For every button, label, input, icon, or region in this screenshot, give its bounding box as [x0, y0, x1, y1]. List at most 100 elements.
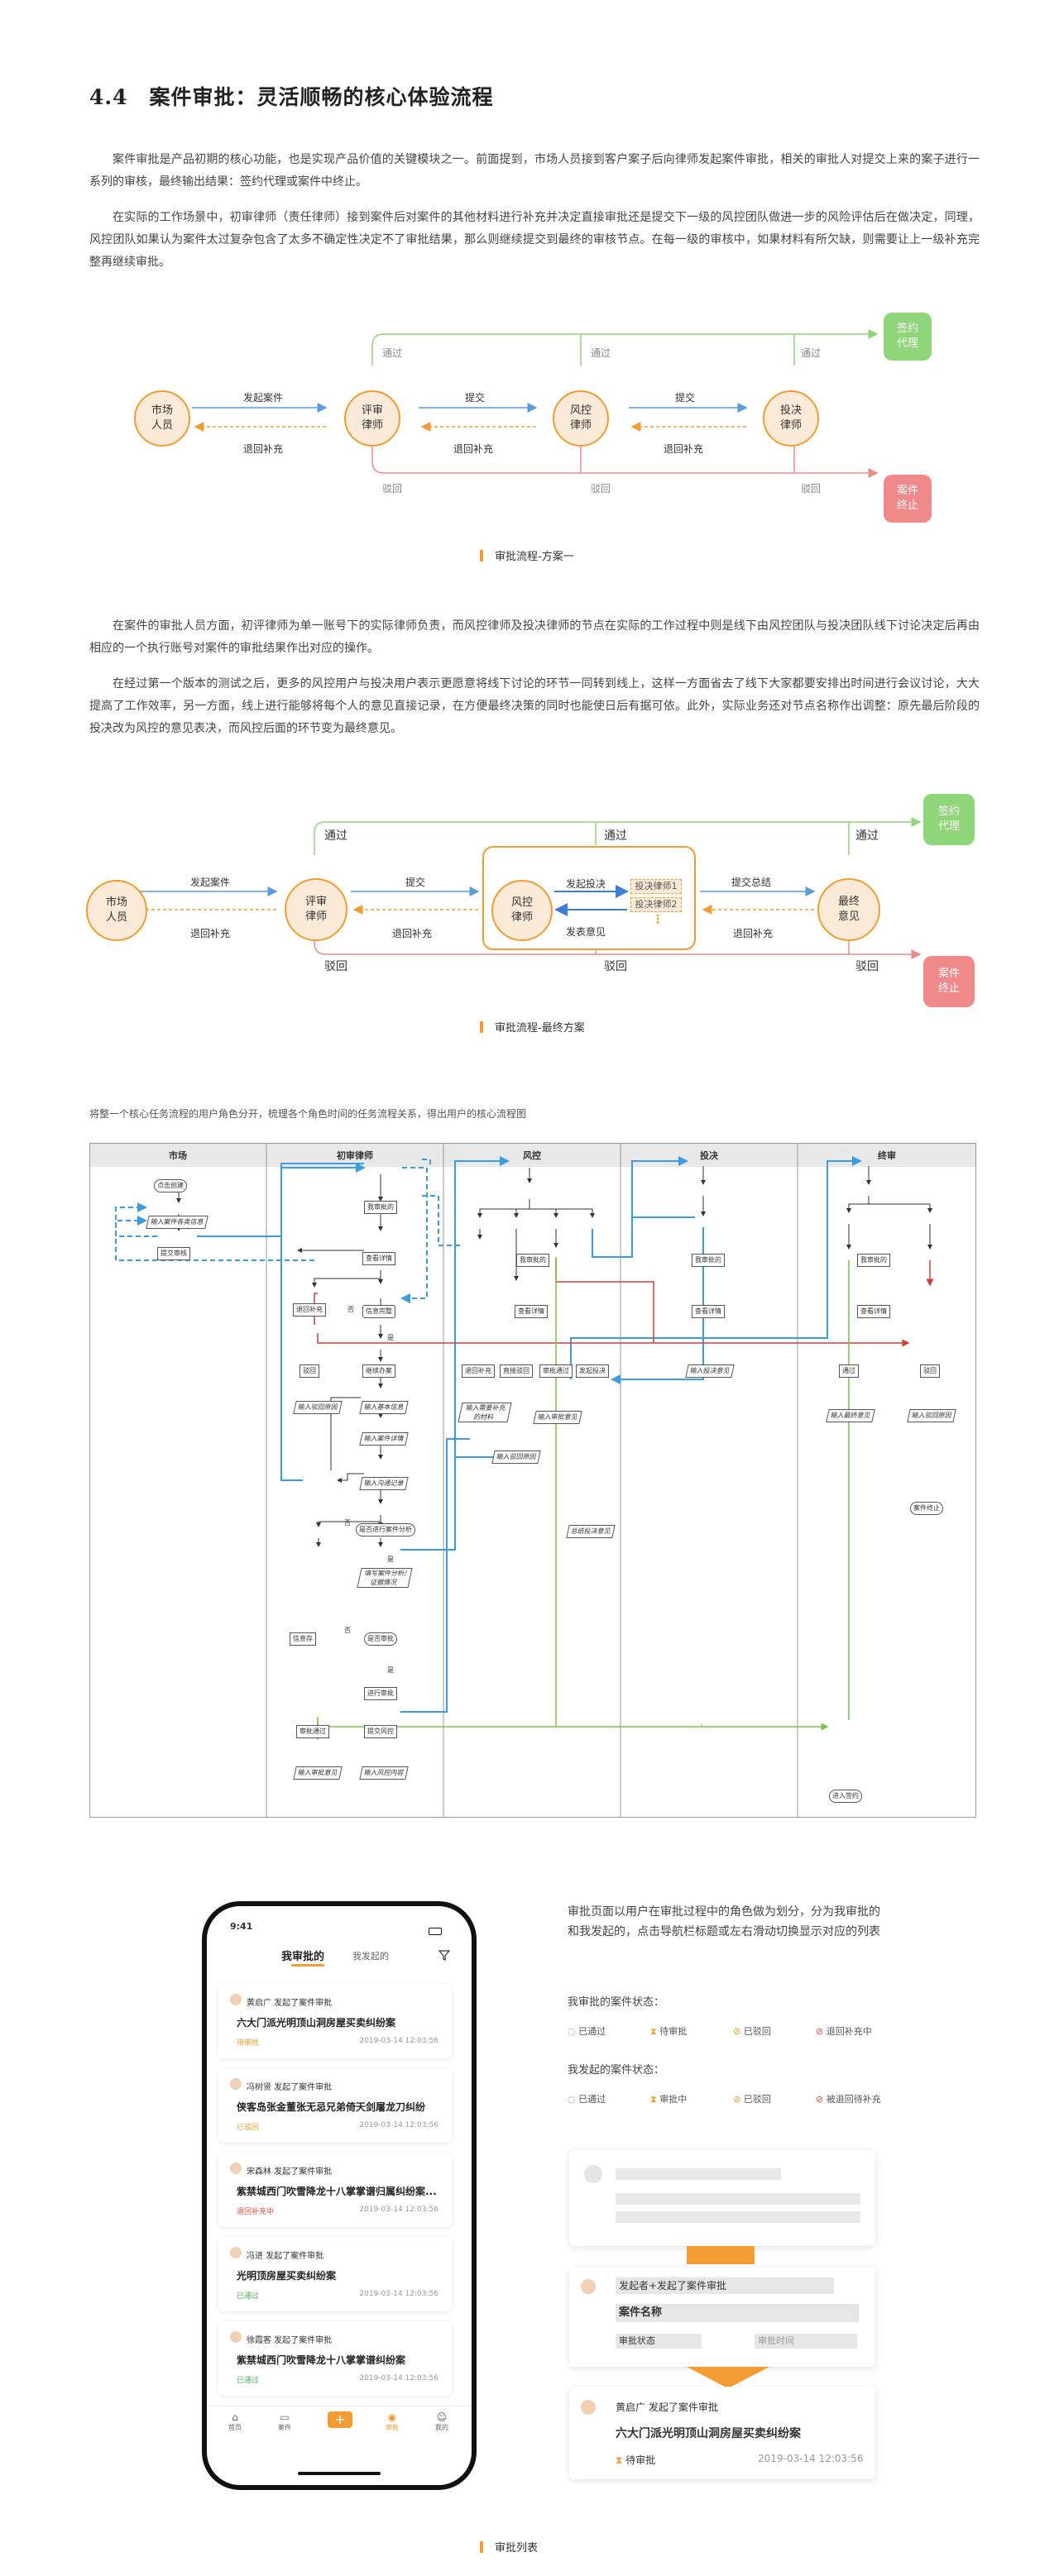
- nav-home[interactable]: ⌂首页: [228, 2411, 242, 2431]
- lane-market: 市场: [169, 1150, 187, 1161]
- fc-t-summary: 总结投决意见: [566, 1525, 616, 1538]
- fc-f-terminate: 案件终止: [910, 1502, 943, 1515]
- add-button[interactable]: +: [328, 2411, 352, 2428]
- avatar: [230, 1994, 242, 2005]
- flow1-end-sign: 签约 代理: [884, 313, 932, 361]
- flow2-node-market: 市场 人员: [86, 880, 147, 941]
- lane-first-review: 初审律师: [337, 1150, 373, 1161]
- flow1-back-3: 退回补充: [664, 443, 704, 455]
- fc-c-opinion: 输入审批意见: [293, 1766, 343, 1780]
- list-item[interactable]: 徐霞客 发起了案件审批 紫禁城西门吹雪降龙十八掌掌谱纠纷案 已通过 2019-0…: [218, 2321, 452, 2396]
- fc-c-analysis: 填写案件分析/证据情况: [357, 1568, 413, 1588]
- avatar: [581, 2279, 596, 2294]
- bottom-nav: ⌂首页 ▭案件 + ◉审批 ☺我的: [207, 2406, 472, 2440]
- fc-f-pass: 通过: [839, 1364, 859, 1378]
- paragraph-workflow: 在实际的工作场景中，初审律师（责任律师）接到案件后对案件的其他材料进行补充并决定…: [89, 211, 980, 269]
- nav-mine[interactable]: ☺我的: [435, 2411, 448, 2431]
- tab-mine[interactable]: 我审批的: [281, 1951, 325, 1963]
- fc-f-reject-reason: 输入驳回原因: [907, 1409, 956, 1422]
- flow2-reject-2: 驳回: [604, 960, 627, 973]
- list-item[interactable]: 黄启广 发起了案件审批 六大门派光明顶山洞房屋买卖纠纷案 待审批 2019-03…: [218, 1984, 452, 2058]
- fc-r-view-detail: 查看详情: [515, 1305, 548, 1318]
- flow2-back-2: 退回补充: [392, 928, 433, 939]
- anatomy-status: 审批状态: [616, 2334, 702, 2349]
- flow1-node-reviewer: 评审 律师: [344, 390, 400, 447]
- fc-c-basic-info: 输入基本信息: [359, 1401, 409, 1414]
- fc-r-start-vote: 发起投决: [576, 1364, 609, 1378]
- fc-r-approved: 审批通过: [539, 1364, 573, 1378]
- flow2-voter-2: 投决律师2: [630, 897, 682, 912]
- avatar: [230, 2163, 242, 2174]
- fc-yes-1: 是: [387, 1334, 394, 1341]
- fc-c-save: 信息存: [290, 1632, 316, 1646]
- fc-c-reject: 驳回: [299, 1364, 319, 1378]
- fc-yes-3: 是: [387, 1666, 394, 1674]
- paragraph-approvers: 在案件的审批人员方面，初评律师为单一账号下的实际律师负责，而风控律师及投决律师的…: [89, 619, 980, 655]
- fc-c-risk-content: 输入风控内容: [359, 1766, 409, 1780]
- list-item[interactable]: 冯进 发起了案件审批 光明顶房屋买卖纠纷案 已通过 2019-03-14 12:…: [218, 2237, 452, 2311]
- flow2-forward-1: 发起案件: [190, 877, 231, 888]
- flow2-node-final: 最终 意见: [817, 878, 880, 941]
- fc-c-do-approve: 进行审批: [364, 1687, 397, 1700]
- flow2-pass-3: 通过: [855, 829, 879, 843]
- state-sent-0: ◌ 已通过: [568, 2094, 606, 2105]
- fc-c-comm-record: 输入沟通记录: [359, 1477, 409, 1490]
- flow1-reject-1: 驳回: [382, 483, 403, 495]
- fc-c-info-complete: 信息完整: [362, 1305, 395, 1318]
- filter-icon[interactable]: [438, 1949, 450, 1961]
- swimlane-lines: [115, 1143, 934, 1818]
- flow1-pass-1: 通过: [382, 347, 403, 359]
- fc-c-case-detail: 输入案件详情: [359, 1432, 409, 1446]
- fc-c-analysis-q: 是否进行案件分析: [356, 1523, 415, 1537]
- nav-cases[interactable]: ▭案件: [278, 2411, 291, 2431]
- list-description: 审批页面以用户在审批过程中的角色做为划分，分为我审批的和我发起的，点击导航栏标题…: [568, 1905, 880, 1938]
- state-mine-2: ⊘ 已驳回: [733, 2026, 771, 2037]
- paragraph-intro: 案件审批是产品初期的核心功能，也是实现产品价值的关键模块之一。前面提到，市场人员…: [89, 153, 980, 189]
- state-sent-3: ⊘ 被退回待补充: [816, 2094, 881, 2105]
- flow1-pass-3: 通过: [801, 347, 822, 359]
- fc-r-opinion: 输入审批意见: [533, 1411, 582, 1424]
- status-icons: [422, 1923, 445, 1935]
- fc-c-to-risk: 提交风控: [364, 1725, 397, 1738]
- fc-c-return: 退回补充: [293, 1303, 326, 1317]
- fc-no-1: 否: [347, 1306, 354, 1313]
- fc-r-reject: 直接驳回: [500, 1364, 533, 1378]
- home-indicator: [298, 2472, 381, 2475]
- fc-r-my-approvals: 我审批的: [516, 1254, 549, 1267]
- fc-t-my-approvals: 我审批的: [692, 1254, 725, 1267]
- example-status: ⧗ 待审批: [616, 2454, 656, 2466]
- fc-submit-review: 提交审核: [157, 1247, 190, 1260]
- flow2-forward-2: 提交: [405, 877, 426, 888]
- down-arrow: [687, 2367, 769, 2388]
- flow1-forward-2: 提交: [465, 392, 486, 404]
- section-title: 4.4 案件审批：灵活顺畅的核心体验流程: [89, 85, 494, 109]
- avatar: [230, 2331, 242, 2343]
- flow1-back-2: 退回补充: [453, 443, 494, 455]
- anatomy-card: 发起者+发起了案件审批 案件名称 审批状态 审批时间: [569, 2268, 875, 2367]
- fc-c-reject-reason: 输入驳回原因: [293, 1401, 343, 1414]
- flow2-vote-out: 发起投决: [566, 878, 606, 890]
- fc-f-reject: 驳回: [920, 1364, 940, 1378]
- status-time: 9:41: [230, 1921, 253, 1932]
- flow1-end-terminate: 案件 终止: [884, 475, 932, 523]
- tab-sent[interactable]: 我发起的: [352, 1951, 389, 1962]
- fc-c-view-detail: 查看详情: [362, 1252, 395, 1265]
- list-item[interactable]: 冯树贤 发起了案件审批 侠客岛张金董张无忌兄弟倚天剑屠龙刀纠纷 已驳回 2019…: [218, 2068, 452, 2143]
- flow1-caption: 审批流程-方案一: [480, 547, 574, 563]
- example-title: 六大门派光明顶山洞房屋买卖纠纷案: [616, 2427, 801, 2440]
- state-mine-3: ⊘ 退回补充中: [816, 2026, 872, 2037]
- arrow-connector: [687, 2246, 755, 2264]
- tab-indicator: [291, 1964, 324, 1967]
- flow1-forward-3: 提交: [675, 392, 696, 404]
- fc-f-final-opinion: 输入最终意见: [826, 1409, 875, 1422]
- flow2-connectors: [122, 817, 922, 959]
- flow2-back-3: 退回补充: [733, 928, 774, 939]
- skeleton-card: [569, 2150, 875, 2246]
- list-item[interactable]: 宋森林 发起了案件审批 紫禁城西门吹雪降龙十八掌掌谱归属纠纷案... 退回补充中…: [218, 2153, 452, 2227]
- flow2-caption: 审批流程-最终方案: [480, 1019, 585, 1035]
- fc-f-sign: 进入签约: [829, 1790, 862, 1803]
- fc-no-3: 否: [344, 1627, 351, 1634]
- anatomy-name: 案件名称: [616, 2304, 859, 2322]
- nav-approval[interactable]: ◉审批: [386, 2411, 399, 2431]
- paragraph-revision: 在经过第一个版本的测试之后，更多的风控用户与投决用户表示更愿意将线下讨论的环节一…: [89, 677, 980, 735]
